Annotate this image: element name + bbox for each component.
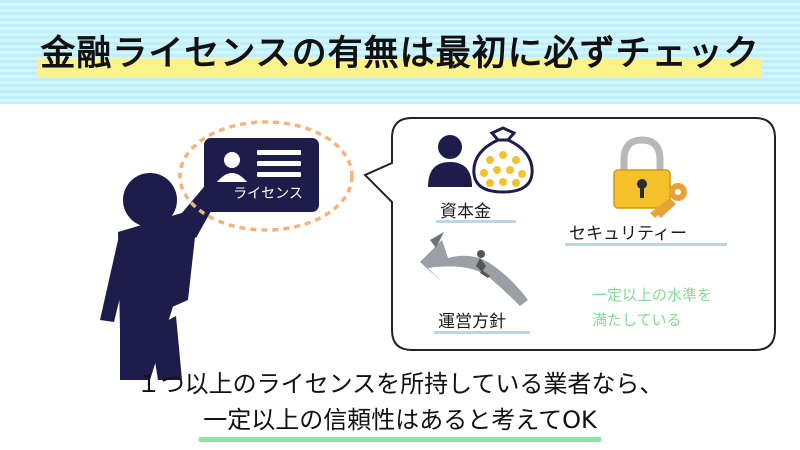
growth-arrow-icon	[420, 232, 528, 306]
conclusion-line2: 一定以上の信頼性はあると考えてOK	[199, 400, 601, 442]
conclusion-line2-wrap: 一定以上の信頼性はあると考えてOK	[0, 400, 800, 442]
capital-underline	[436, 220, 516, 223]
padlock-icon	[613, 136, 671, 209]
standard-note-line1: 一定以上の水準を	[592, 286, 713, 304]
title-banner: 金融ライセンスの有無は最初に必ずチェック	[0, 0, 800, 104]
dashed-highlight-ring	[178, 120, 354, 232]
policy-underline	[434, 331, 530, 334]
key-icon	[650, 183, 687, 218]
security-underline	[565, 243, 727, 246]
security-caption: セキュリティー	[569, 224, 687, 244]
policy-caption: 運営方針	[438, 312, 506, 332]
page-title: 金融ライセンスの有無は最初に必ずチェック	[38, 26, 762, 82]
capital-caption: 資本金	[440, 202, 491, 222]
person-icon	[428, 135, 472, 187]
card-label: ライセンス	[233, 186, 303, 202]
conclusion-line1: １つ以上のライセンスを所持している業者なら、	[136, 370, 664, 398]
standard-note: 一定以上の水準を 満たしている	[592, 283, 782, 333]
license-card-icon	[204, 138, 319, 212]
money-bag-icon	[472, 126, 534, 194]
standard-note-line2: 満たしている	[592, 311, 682, 329]
